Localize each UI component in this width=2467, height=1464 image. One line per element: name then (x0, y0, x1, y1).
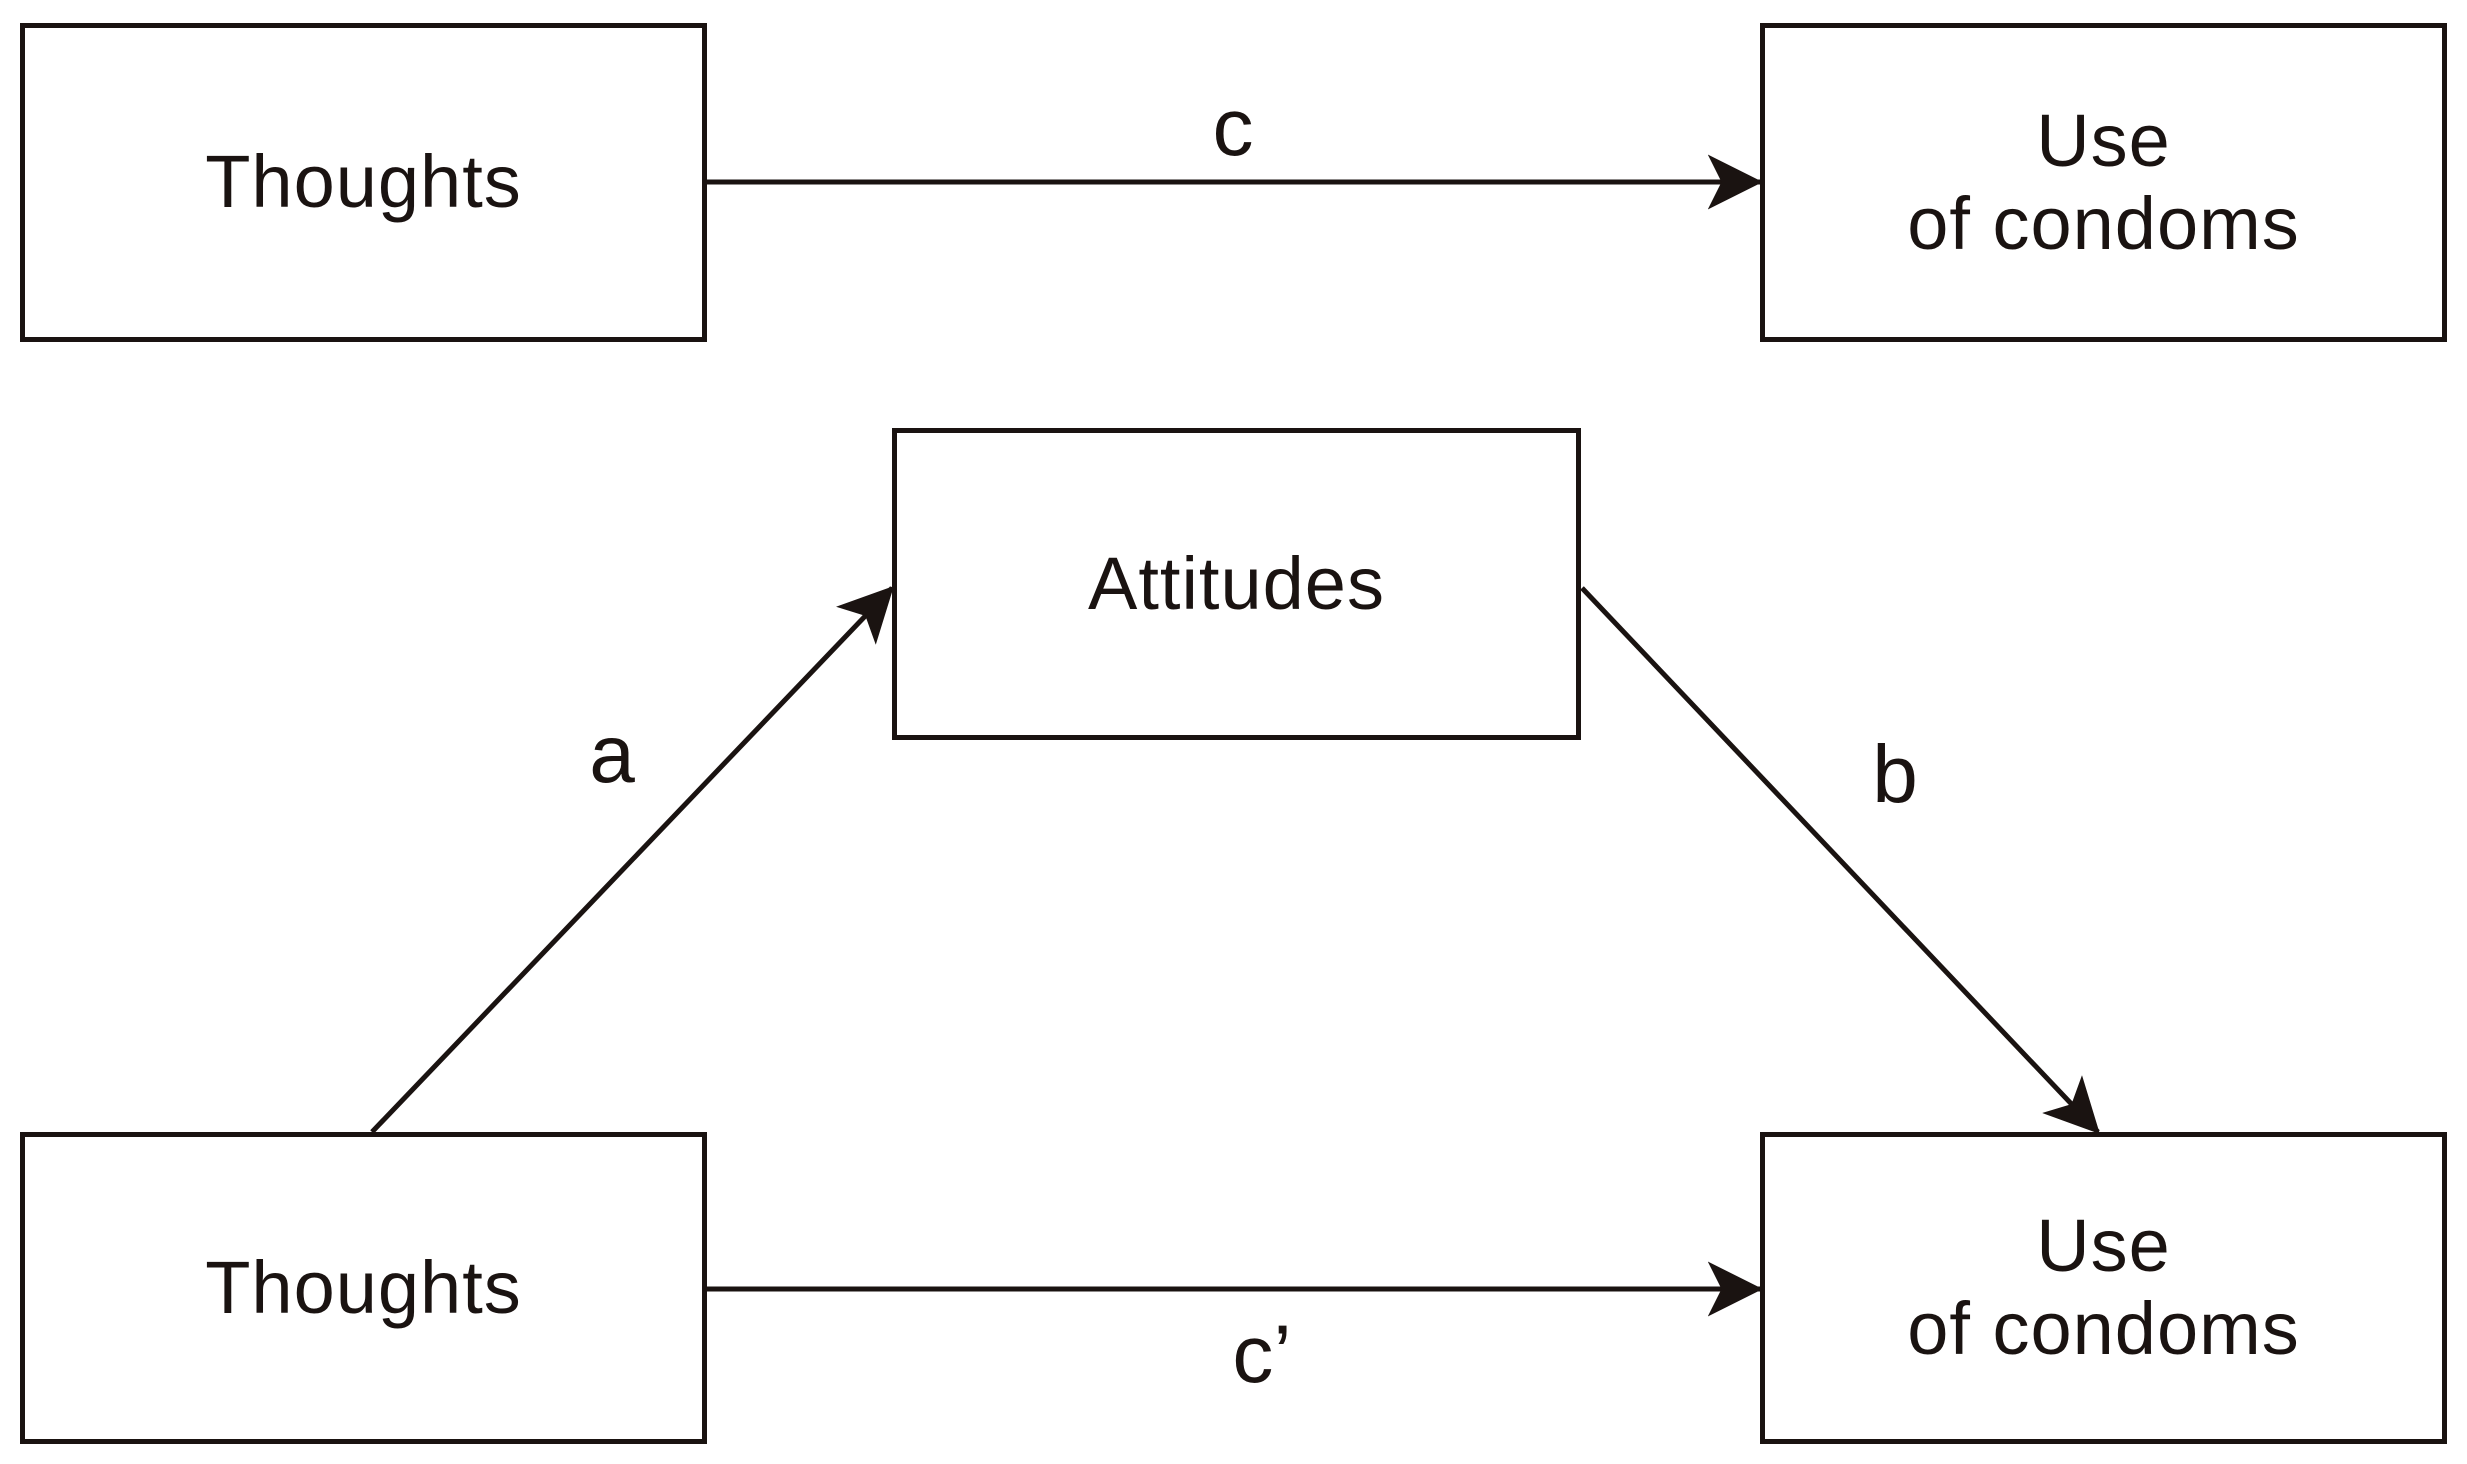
path-a-arrow (370, 586, 894, 1134)
bottom-use-of-condoms-box: Use of condoms (1760, 1132, 2447, 1444)
top-use-of-condoms-box: Use of condoms (1760, 23, 2447, 342)
top-thoughts-label: Thoughts (205, 140, 522, 224)
bottom-outcome-line1: Use (2036, 1204, 2171, 1288)
bottom-outcome-label: Use of condoms (1907, 1204, 2300, 1371)
path-c-prime-label: c’ (1232, 1309, 1292, 1400)
attitudes-label: Attitudes (1088, 541, 1385, 625)
path-c-label: c (1212, 82, 1254, 173)
path-b-arrow (1580, 586, 2100, 1134)
bottom-outcome-line2: of condoms (1907, 1287, 2300, 1370)
attitudes-box: Attitudes (892, 428, 1581, 740)
top-outcome-label: Use of condoms (1907, 98, 2300, 266)
bottom-thoughts-box: Thoughts (20, 1132, 707, 1444)
bottom-thoughts-label: Thoughts (205, 1245, 522, 1329)
top-thoughts-box: Thoughts (20, 23, 707, 342)
path-b-label: b (1872, 729, 1918, 820)
top-outcome-line2: of condoms (1907, 181, 2300, 265)
path-a-label: a (589, 709, 635, 800)
top-outcome-line1: Use (2036, 98, 2171, 182)
